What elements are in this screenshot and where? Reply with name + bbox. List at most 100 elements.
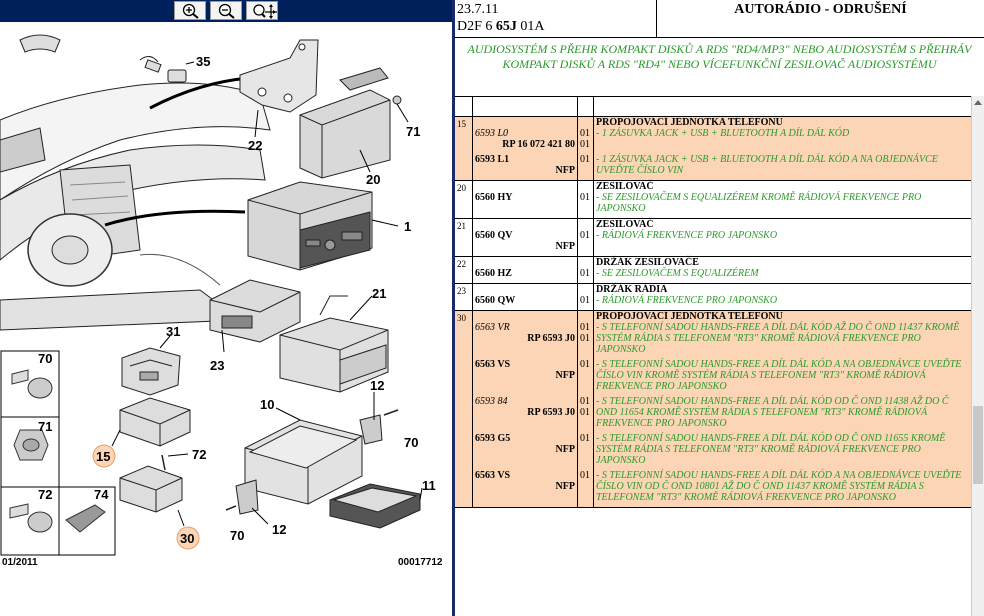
part-number[interactable]: 6593 L1 <box>475 154 510 165</box>
part-10-amplifier <box>244 419 363 505</box>
part-code-cell[interactable]: 6560 QW <box>475 295 575 306</box>
quantity: 01 <box>580 295 590 306</box>
part-number[interactable]: 6563 VS <box>475 359 511 370</box>
pane-divider[interactable] <box>452 0 455 616</box>
callout-12-bottom[interactable]: 12 <box>272 522 286 537</box>
zoom-pan-button[interactable] <box>246 1 278 20</box>
description-column: PROPOJOVACÍ JEDNOTKA TELEFONU- 1 ZÁSUVKA… <box>594 117 971 180</box>
callout-21[interactable]: 21 <box>372 286 386 301</box>
part-reference: RP 16 072 421 80 <box>502 139 575 150</box>
quantity-column: 01 <box>578 284 594 310</box>
part-description: - SE ZESILOVAČEM S EQUALIZÉREM KROMĚ RÁD… <box>596 192 922 214</box>
part-22-bracket <box>239 39 319 113</box>
callout-23[interactable]: 23 <box>210 358 224 373</box>
callout-15[interactable]: 15 <box>96 449 110 464</box>
part-description: - S TELEFONNÍ SADOU HANDS-FREE A DÍL DÁL… <box>596 433 946 466</box>
part-number[interactable]: 6560 HY <box>475 192 513 203</box>
table-header-row <box>455 96 971 117</box>
part-number[interactable]: 6593 L0 <box>475 128 509 139</box>
quantity-reference: 01 <box>580 333 590 344</box>
callout-31[interactable]: 31 <box>166 324 180 339</box>
inset-label-72[interactable]: 72 <box>38 487 52 502</box>
part-title: ZESILOVAČ <box>596 219 654 230</box>
page-title: AUTORÁDIO - ODRUŠENÍ <box>734 2 907 17</box>
part-number[interactable]: 6563 VS <box>475 470 511 481</box>
quantity: 01 <box>580 230 590 241</box>
quantity-column: 01 <box>578 219 594 256</box>
part-title: DRŽÁK RÁDIA <box>596 284 668 295</box>
callout-1[interactable]: 1 <box>404 219 411 234</box>
part-title: DRŽÁK ZESILOVAČE <box>596 257 699 268</box>
part-reference: RP 6593 J0 <box>527 333 575 344</box>
item-number: 20 <box>455 181 473 218</box>
vertical-scrollbar[interactable] <box>971 96 984 616</box>
scrollbar-thumb[interactable] <box>973 406 983 484</box>
callout-72[interactable]: 72 <box>192 447 206 462</box>
description-column: DRŽÁK RÁDIA- RÁDIOVÁ FREKVENCE PRO JAPON… <box>594 284 971 310</box>
callout-20[interactable]: 20 <box>366 172 380 187</box>
item-number: 15 <box>455 117 473 180</box>
inset-label-70[interactable]: 70 <box>38 351 52 366</box>
part-35-switch <box>139 56 187 83</box>
callout-30[interactable]: 30 <box>180 531 194 546</box>
callout-22[interactable]: 22 <box>248 138 262 153</box>
part-number[interactable]: 6563 VR <box>475 322 510 333</box>
inset-label-71[interactable]: 71 <box>38 419 52 434</box>
part-1-radio <box>247 181 373 271</box>
part-reference: RP 6593 J0 <box>527 407 575 418</box>
document-header: 23.7.11 D2F 6 65J 01A AUTORÁDIO - ODRUŠE… <box>455 0 984 38</box>
zoom-in-button[interactable] <box>174 1 206 20</box>
diagram-date: 01/2011 <box>2 557 38 568</box>
part-description: - 1 ZÁSUVKA JACK + USB + BLUETOOTH A DÍL… <box>596 154 938 176</box>
dashboard-illustration <box>0 34 271 331</box>
part-number[interactable]: 6560 QW <box>475 295 516 306</box>
part-description: - RÁDIOVÁ FREKVENCE PRO JAPONSKO <box>596 295 778 306</box>
item-number: 21 <box>455 219 473 256</box>
callout-11[interactable]: 11 <box>422 478 436 493</box>
scroll-up-arrow-icon[interactable] <box>972 96 984 110</box>
inset-label-74[interactable]: 74 <box>94 487 109 502</box>
callout-70-bottom[interactable]: 70 <box>230 528 244 543</box>
part-code-cell[interactable]: 6560 HY <box>475 192 575 214</box>
part-description: - SE ZESILOVAČEM S EQUALIZÉREM <box>596 268 759 279</box>
zoom-pan-icon <box>253 4 277 19</box>
callout-10[interactable]: 10 <box>260 397 274 412</box>
exploded-parts-diagram: 35 22 71 20 1 21 31 23 12 70 10 72 15 30… <box>0 34 443 568</box>
part-code-cell[interactable]: 6563 VR RP 6593 J0 <box>475 322 575 355</box>
quantity: 01 <box>580 154 590 165</box>
callout-35[interactable]: 35 <box>196 54 210 69</box>
part-code-cell[interactable]: 6593 84 RP 6593 J0 <box>475 396 575 429</box>
quantity: 01 <box>580 359 590 370</box>
quantity: 01 <box>580 433 590 444</box>
description-column: ZESILOVAČ- RÁDIOVÁ FREKVENCE PRO JAPONSK… <box>594 219 971 256</box>
callout-12-top[interactable]: 12 <box>370 378 384 393</box>
quantity: 01 <box>580 192 590 203</box>
parts-list-pane: 23.7.11 D2F 6 65J 01A AUTORÁDIO - ODRUŠE… <box>455 0 984 616</box>
part-code-column: 6560 HY <box>473 181 578 218</box>
part-number[interactable]: 6593 G5 <box>475 433 511 444</box>
callout-70-right[interactable]: 70 <box>404 435 418 450</box>
part-number[interactable]: 6593 84 <box>475 396 508 407</box>
part-number[interactable]: 6560 HZ <box>475 268 512 279</box>
description-column: ZESILOVAČ- SE ZESILOVAČEM S EQUALIZÉREM … <box>594 181 971 218</box>
part-number[interactable]: 6560 QV <box>475 230 513 241</box>
part-code-cell[interactable]: 6560 HZ <box>475 268 575 279</box>
zoom-toolbar <box>0 0 452 22</box>
part-description: - 1 ZÁSUVKA JACK + USB + BLUETOOTH A DÍL… <box>596 128 850 139</box>
zoom-out-button[interactable] <box>210 1 242 20</box>
part-description: - S TELEFONNÍ SADOU HANDS-FREE A DÍL DÁL… <box>596 359 962 392</box>
callout-71[interactable]: 71 <box>406 124 420 139</box>
